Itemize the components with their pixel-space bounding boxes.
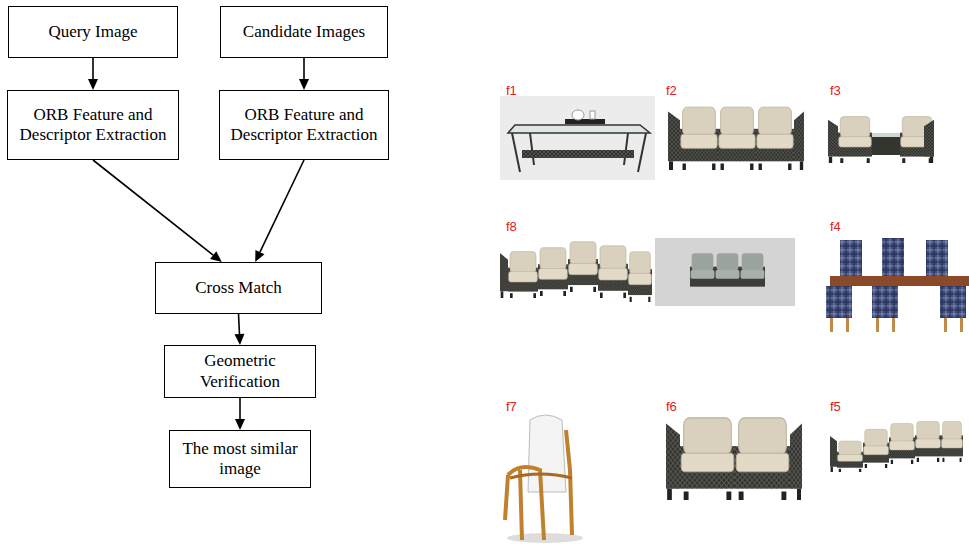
process-box: ORB Feature and Descriptor Extraction	[7, 90, 179, 160]
box-text: ORB Feature and Descriptor Extraction	[14, 105, 172, 146]
process-box: Cross Match	[155, 262, 322, 314]
flow-arrow	[255, 160, 304, 262]
box-text: ORB Feature and Descriptor Extraction	[226, 105, 382, 146]
flow-arrow	[235, 398, 245, 430]
process-box: The most similar image	[169, 430, 311, 488]
box-text: Cross Match	[195, 278, 281, 298]
box-text: Geometric Verification	[171, 351, 309, 392]
flow-arrow	[88, 58, 98, 90]
process-box: Geometric Verification	[164, 345, 316, 398]
figure-label: f7	[506, 400, 517, 413]
figure-label: f3	[830, 84, 841, 97]
figure-label: f4	[830, 220, 841, 233]
process-box: Query Image	[8, 6, 178, 58]
process-box: ORB Feature and Descriptor Extraction	[219, 90, 389, 160]
box-text: The most similar image	[176, 439, 304, 480]
flow-arrow	[234, 314, 244, 345]
figure-label: f5	[830, 400, 841, 413]
figure-label: f8	[506, 220, 517, 233]
figure-label: f6	[666, 400, 677, 413]
box-text: Query Image	[48, 22, 137, 42]
figure-label: f2	[666, 84, 677, 97]
figure-label: f1	[506, 84, 517, 97]
flow-arrow	[299, 58, 309, 90]
flow-arrow	[93, 160, 222, 262]
process-box: Candidate Images	[220, 6, 388, 58]
box-text: Candidate Images	[243, 22, 365, 42]
